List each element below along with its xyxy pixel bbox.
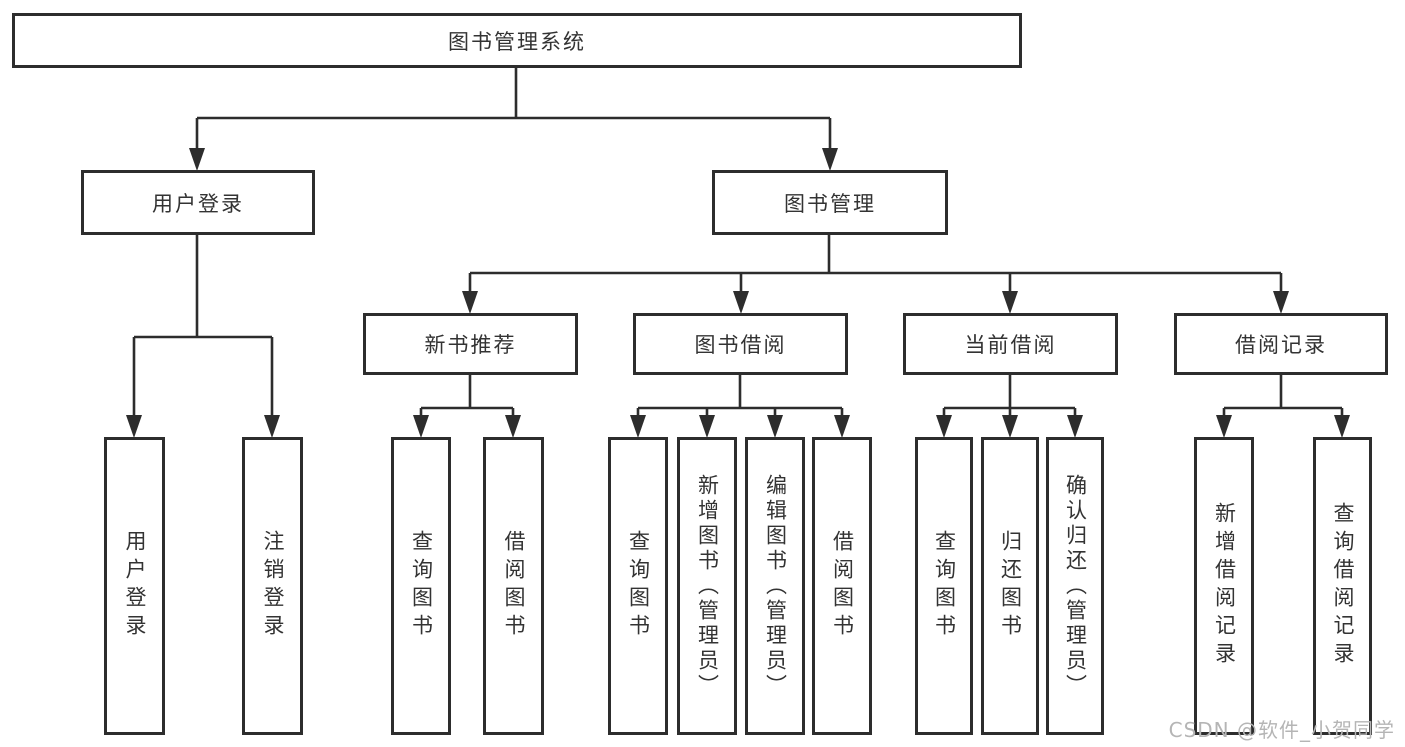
connector-bookmgmt-to-level3 bbox=[468, 235, 1283, 300]
node-current-borrow: 当前借阅 bbox=[903, 313, 1118, 375]
connector-newbookrec-to-leaves bbox=[419, 375, 515, 424]
connector-root-to-level2 bbox=[195, 68, 832, 155]
arrowhead bbox=[413, 415, 429, 438]
watermark: CSDN @软件_小贺同学 bbox=[1168, 718, 1395, 742]
leaf-current-query-books: 查询图书 bbox=[915, 437, 973, 735]
leaf-borrow-edit-books: 编辑图书（管理员） bbox=[745, 437, 805, 735]
arrowhead bbox=[834, 415, 850, 438]
leaf-records-add-record: 新增借阅记录 bbox=[1194, 437, 1254, 735]
leaf-borrow-borrow-books: 借阅图书 bbox=[812, 437, 872, 735]
arrowhead bbox=[264, 415, 280, 438]
arrowhead bbox=[1334, 415, 1350, 438]
node-user-login: 用户登录 bbox=[81, 170, 315, 235]
arrowhead bbox=[189, 148, 205, 171]
arrowhead bbox=[822, 148, 838, 171]
leaf-current-confirm-return: 确认归还（管理员） bbox=[1046, 437, 1104, 735]
arrowhead bbox=[630, 415, 646, 438]
arrowhead bbox=[733, 291, 749, 314]
arrowhead bbox=[1216, 415, 1232, 438]
node-borrow-records: 借阅记录 bbox=[1174, 313, 1388, 375]
leaf-records-query-record: 查询借阅记录 bbox=[1313, 437, 1372, 735]
arrowhead bbox=[1002, 415, 1018, 438]
arrowheads bbox=[126, 148, 1350, 438]
node-new-book-recommend: 新书推荐 bbox=[363, 313, 578, 375]
arrowhead bbox=[1273, 291, 1289, 314]
leaf-borrow-add-books: 新增图书（管理员） bbox=[677, 437, 737, 735]
connector-bookborrow-to-leaves bbox=[636, 375, 844, 424]
arrowhead bbox=[126, 415, 142, 438]
node-library-system: 图书管理系统 bbox=[12, 13, 1022, 68]
node-book-management: 图书管理 bbox=[712, 170, 948, 235]
leaf-user-login: 用户登录 bbox=[104, 437, 165, 735]
arrowhead bbox=[505, 415, 521, 438]
connector-userlogin-to-leaves bbox=[132, 235, 274, 424]
connector-borrowrecords-to-leaves bbox=[1222, 375, 1344, 424]
leaf-current-return-books: 归还图书 bbox=[981, 437, 1039, 735]
leaf-newbook-borrow-books: 借阅图书 bbox=[483, 437, 544, 735]
leaf-newbook-query-books: 查询图书 bbox=[391, 437, 451, 735]
arrowhead bbox=[1002, 291, 1018, 314]
arrowhead bbox=[699, 415, 715, 438]
leaf-borrow-query-books: 查询图书 bbox=[608, 437, 668, 735]
arrowhead bbox=[462, 291, 478, 314]
leaf-logout: 注销登录 bbox=[242, 437, 303, 735]
arrowhead bbox=[1067, 415, 1083, 438]
arrowhead bbox=[936, 415, 952, 438]
arrowhead bbox=[767, 415, 783, 438]
node-book-borrow: 图书借阅 bbox=[633, 313, 848, 375]
